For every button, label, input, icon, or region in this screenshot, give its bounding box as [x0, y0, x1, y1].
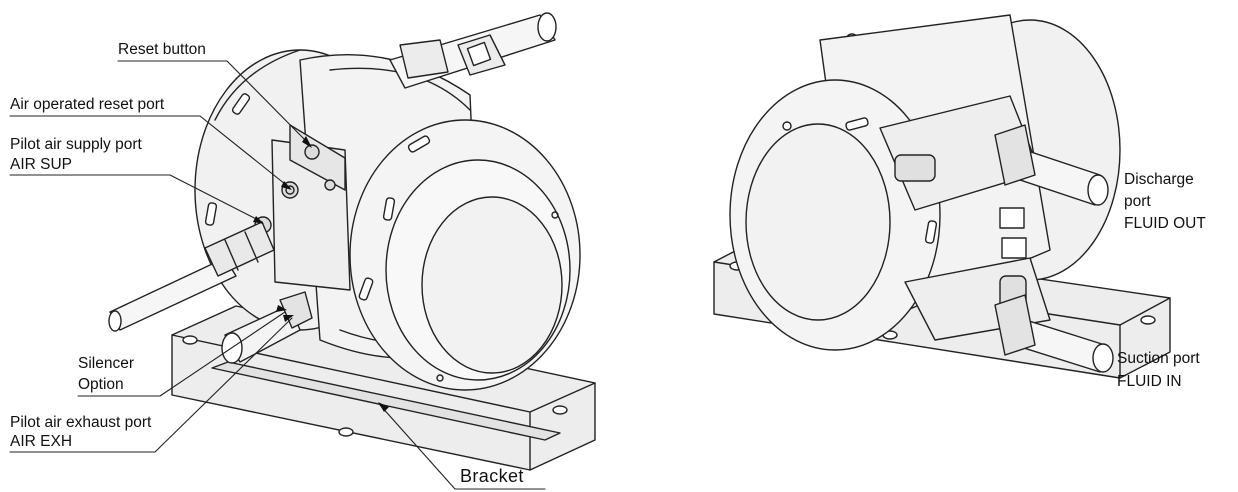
- label-bracket: Bracket: [460, 466, 524, 486]
- right-suction-pipe: [994, 294, 1114, 373]
- label-pilot-air-supply-port: Pilot air supply port: [10, 136, 142, 153]
- label-silencer: Silencer: [78, 355, 134, 372]
- label-suction-port: Suction port: [1117, 350, 1200, 367]
- right-pump-drawing: [713, 14, 1171, 379]
- left-leader-lines: [9, 60, 546, 490]
- label-air-operated-reset-port: Air operated reset port: [10, 96, 165, 113]
- left-pump-drawing: [108, 12, 596, 471]
- label-discharge: Discharge: [1124, 171, 1194, 188]
- label-fluid-out: FLUID OUT: [1124, 215, 1206, 232]
- label-pilot-air-exhaust-port: Pilot air exhaust port: [10, 414, 152, 431]
- left-arrowheads: [253, 136, 389, 412]
- left-discharge-pipe: [389, 12, 557, 89]
- reset-button-knob: [304, 144, 320, 160]
- label-reset-button: Reset button: [118, 41, 206, 58]
- label-fluid-in: FLUID IN: [1117, 373, 1182, 390]
- left-front-cover: [421, 196, 563, 374]
- right-front-cover: [745, 123, 891, 321]
- left-bracket: [171, 305, 596, 471]
- left-supply-tube: [108, 221, 275, 332]
- right-discharge-pipe: [994, 124, 1109, 206]
- label-option: Option: [78, 376, 124, 393]
- label-air-exh: AIR EXH: [10, 433, 73, 450]
- label-discharge-port: port: [1124, 193, 1151, 210]
- label-air-sup: AIR SUP: [10, 156, 73, 173]
